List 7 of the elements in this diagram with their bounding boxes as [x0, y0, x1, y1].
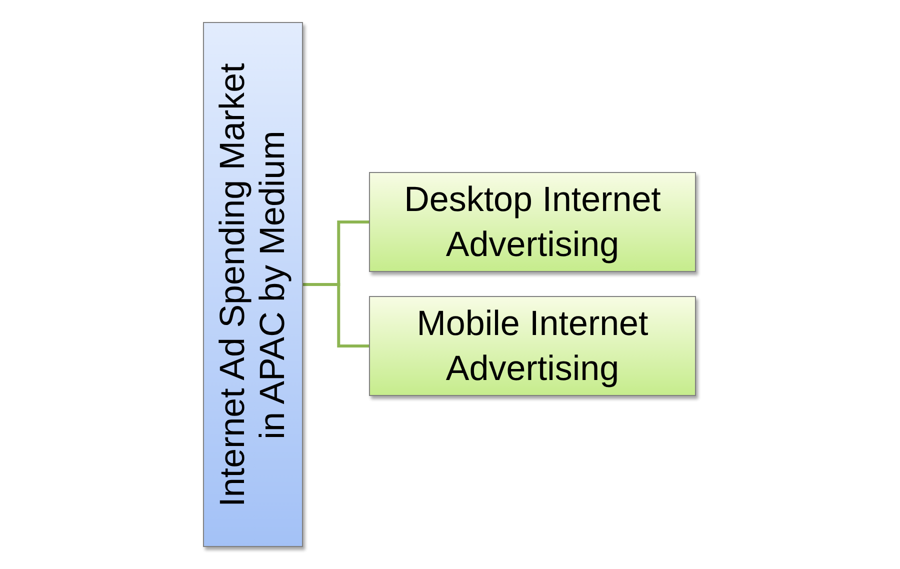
box-label: Desktop Internet Advertising	[403, 178, 662, 266]
box-title: Internet Ad Spending Market in APAC by Medium	[212, 62, 293, 508]
process-box	[369, 172, 696, 272]
connector-line	[303, 283, 369, 348]
box-label: Mobile Internet Advertising	[416, 302, 650, 390]
process-box	[203, 22, 303, 547]
process-box	[369, 296, 696, 396]
